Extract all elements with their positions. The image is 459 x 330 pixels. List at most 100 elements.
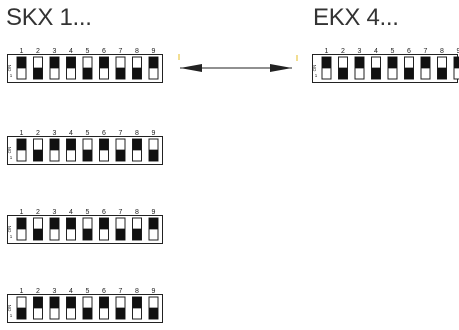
- side-label-on: ON: [7, 147, 12, 154]
- side-label-off: 1: [10, 313, 13, 318]
- side-label-off: 1: [10, 73, 13, 78]
- side-label-on: ON: [312, 65, 317, 72]
- switch-number: 2: [36, 130, 40, 137]
- switch-knob-down: [149, 150, 158, 161]
- switch-number: 5: [391, 48, 395, 55]
- switch-knob-up: [322, 57, 331, 68]
- switch-number: 1: [20, 48, 24, 55]
- switch-number: 1: [20, 288, 24, 295]
- switch-knob-up: [149, 218, 158, 229]
- switch-number: 8: [135, 288, 139, 295]
- switch-knob-down: [33, 68, 43, 79]
- switch-knob-up: [33, 297, 43, 308]
- switch-knob-down: [83, 150, 92, 161]
- switch-number: 7: [119, 209, 123, 216]
- switch-knob-down: [132, 68, 142, 79]
- switch-housing: [7, 294, 163, 323]
- side-label-off: 1: [10, 155, 13, 160]
- switch-number: 5: [86, 209, 90, 216]
- switch-knob-down: [17, 308, 26, 319]
- switch-number: 1: [325, 48, 329, 55]
- switch-knob-up: [132, 139, 142, 150]
- switch-knob-down: [83, 68, 92, 79]
- title-skx: SKX 1...: [6, 4, 92, 31]
- switch-number: 7: [119, 288, 123, 295]
- switch-knob-up: [388, 57, 397, 68]
- switch-number: 6: [102, 209, 106, 216]
- switch-knob-up: [17, 218, 26, 229]
- switch-number: 8: [135, 48, 139, 55]
- switch-number: 5: [86, 130, 90, 137]
- switch-number: 7: [119, 130, 123, 137]
- switch-knob-down: [437, 68, 447, 79]
- switch-knob-up: [99, 218, 109, 229]
- switch-number: 4: [374, 48, 378, 55]
- switch-number: 6: [102, 288, 106, 295]
- switch-knob-up: [99, 57, 109, 68]
- switch-number: 9: [152, 130, 156, 137]
- switch-number: 9: [152, 209, 156, 216]
- switch-knob-up: [50, 139, 59, 150]
- switch-housing: [312, 54, 458, 83]
- switch-knob-down: [132, 229, 142, 240]
- side-label-off: 1: [10, 234, 13, 239]
- arrowhead-right: [270, 64, 292, 72]
- switch-knob-up: [66, 57, 76, 68]
- switch-number: 3: [53, 209, 57, 216]
- switch-number: 3: [358, 48, 362, 55]
- arrowhead-left: [180, 64, 202, 72]
- switch-number: 4: [69, 288, 73, 295]
- switch-knob-up: [421, 57, 430, 68]
- switch-knob-up: [66, 139, 76, 150]
- switch-knob-down: [116, 308, 125, 319]
- switch-number: 7: [119, 48, 123, 55]
- switch-number: 2: [36, 209, 40, 216]
- switch-knob-up: [50, 297, 59, 308]
- switch-knob-up: [50, 57, 59, 68]
- switch-number: 9: [457, 48, 459, 55]
- switch-number: 6: [102, 130, 106, 137]
- switch-knob-down: [149, 308, 158, 319]
- switch-knob-up: [66, 297, 76, 308]
- switch-knob-down: [116, 150, 125, 161]
- switch-housing: [7, 54, 163, 83]
- switch-number: 8: [135, 130, 139, 137]
- switch-number: 8: [440, 48, 444, 55]
- switch-number: 2: [341, 48, 345, 55]
- switch-knob-up: [17, 57, 26, 68]
- switch-knob-down: [116, 229, 125, 240]
- switch-number: 3: [53, 288, 57, 295]
- switch-number: 8: [135, 209, 139, 216]
- switch-knob-up: [99, 139, 109, 150]
- switch-knob-down: [371, 68, 381, 79]
- switch-number: 1: [20, 130, 24, 137]
- double-arrow-connector: [178, 54, 298, 72]
- switch-number: 3: [53, 130, 57, 137]
- side-label-on: ON: [7, 226, 12, 233]
- switch-knob-down: [83, 308, 92, 319]
- switch-number: 6: [407, 48, 411, 55]
- side-label-on: ON: [7, 305, 12, 312]
- switch-number: 2: [36, 48, 40, 55]
- switch-housing: [7, 136, 163, 165]
- switch-knob-up: [99, 297, 109, 308]
- switch-number: 4: [69, 209, 73, 216]
- switch-number: 6: [102, 48, 106, 55]
- switch-number: 7: [424, 48, 428, 55]
- switch-knob-up: [132, 297, 142, 308]
- switch-number: 2: [36, 288, 40, 295]
- switch-number: 9: [152, 48, 156, 55]
- switch-number: 4: [69, 48, 73, 55]
- title-ekx: EKX 4...: [313, 4, 399, 31]
- side-label-on: ON: [7, 65, 12, 72]
- switch-number: 4: [69, 130, 73, 137]
- switch-knob-down: [404, 68, 414, 79]
- switch-number: 1: [20, 209, 24, 216]
- switch-number: 5: [86, 288, 90, 295]
- switch-knob-up: [149, 57, 158, 68]
- switch-number: 3: [53, 48, 57, 55]
